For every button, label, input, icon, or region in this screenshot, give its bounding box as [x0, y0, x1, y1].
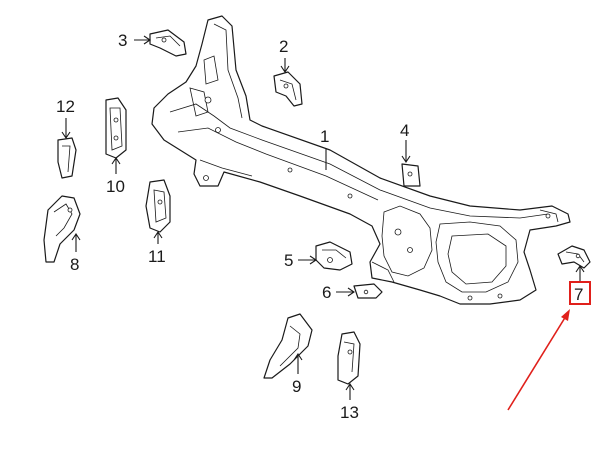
leader-6 — [336, 287, 355, 297]
leader-8 — [71, 233, 81, 252]
leader-13 — [345, 383, 355, 400]
callout-6: 6 — [322, 283, 331, 302]
part-6-clip — [353, 283, 383, 299]
callout-2: 2 — [279, 37, 288, 56]
callout-11: 11 — [148, 247, 166, 266]
part-4-plate — [401, 163, 421, 187]
leader-12 — [61, 118, 71, 139]
leader-10 — [111, 157, 121, 174]
red-pointer-arrow — [507, 309, 570, 411]
callout-9: 9 — [292, 377, 301, 396]
highlight-box-callout-7 — [569, 281, 591, 305]
part-12-bracket — [57, 137, 77, 179]
leader-9 — [293, 353, 303, 374]
leader-3 — [134, 35, 151, 45]
callout-5: 5 — [284, 251, 293, 270]
callout-3: 3 — [118, 31, 127, 50]
leader-7 — [575, 265, 585, 282]
callout-10: 10 — [106, 177, 125, 196]
part-2-bracket — [273, 71, 303, 107]
part-3-bracket — [149, 29, 187, 57]
leader-5 — [298, 255, 317, 265]
part-1-radiator-support — [151, 15, 571, 305]
callout-4: 4 — [400, 121, 409, 140]
part-8-side-panel — [43, 195, 81, 263]
part-5-bracket — [315, 241, 353, 271]
part-10-bracket — [105, 97, 127, 159]
callout-8: 8 — [70, 255, 79, 274]
leader-2 — [280, 58, 290, 73]
part-9-deflector — [263, 313, 313, 379]
part-7-bracket — [557, 245, 591, 269]
leader-11 — [153, 231, 163, 244]
callout-7: 7 — [574, 285, 583, 304]
leader-4 — [401, 140, 411, 163]
part-11-bracket — [145, 179, 171, 233]
part-13-bracket — [337, 331, 361, 385]
callout-12: 12 — [56, 97, 75, 116]
callout-labels: 1 2 3 4 5 6 7 8 9 10 11 12 13 — [56, 31, 583, 422]
leader-lines — [61, 35, 585, 400]
callout-1: 1 — [320, 127, 329, 146]
callout-13: 13 — [340, 403, 359, 422]
